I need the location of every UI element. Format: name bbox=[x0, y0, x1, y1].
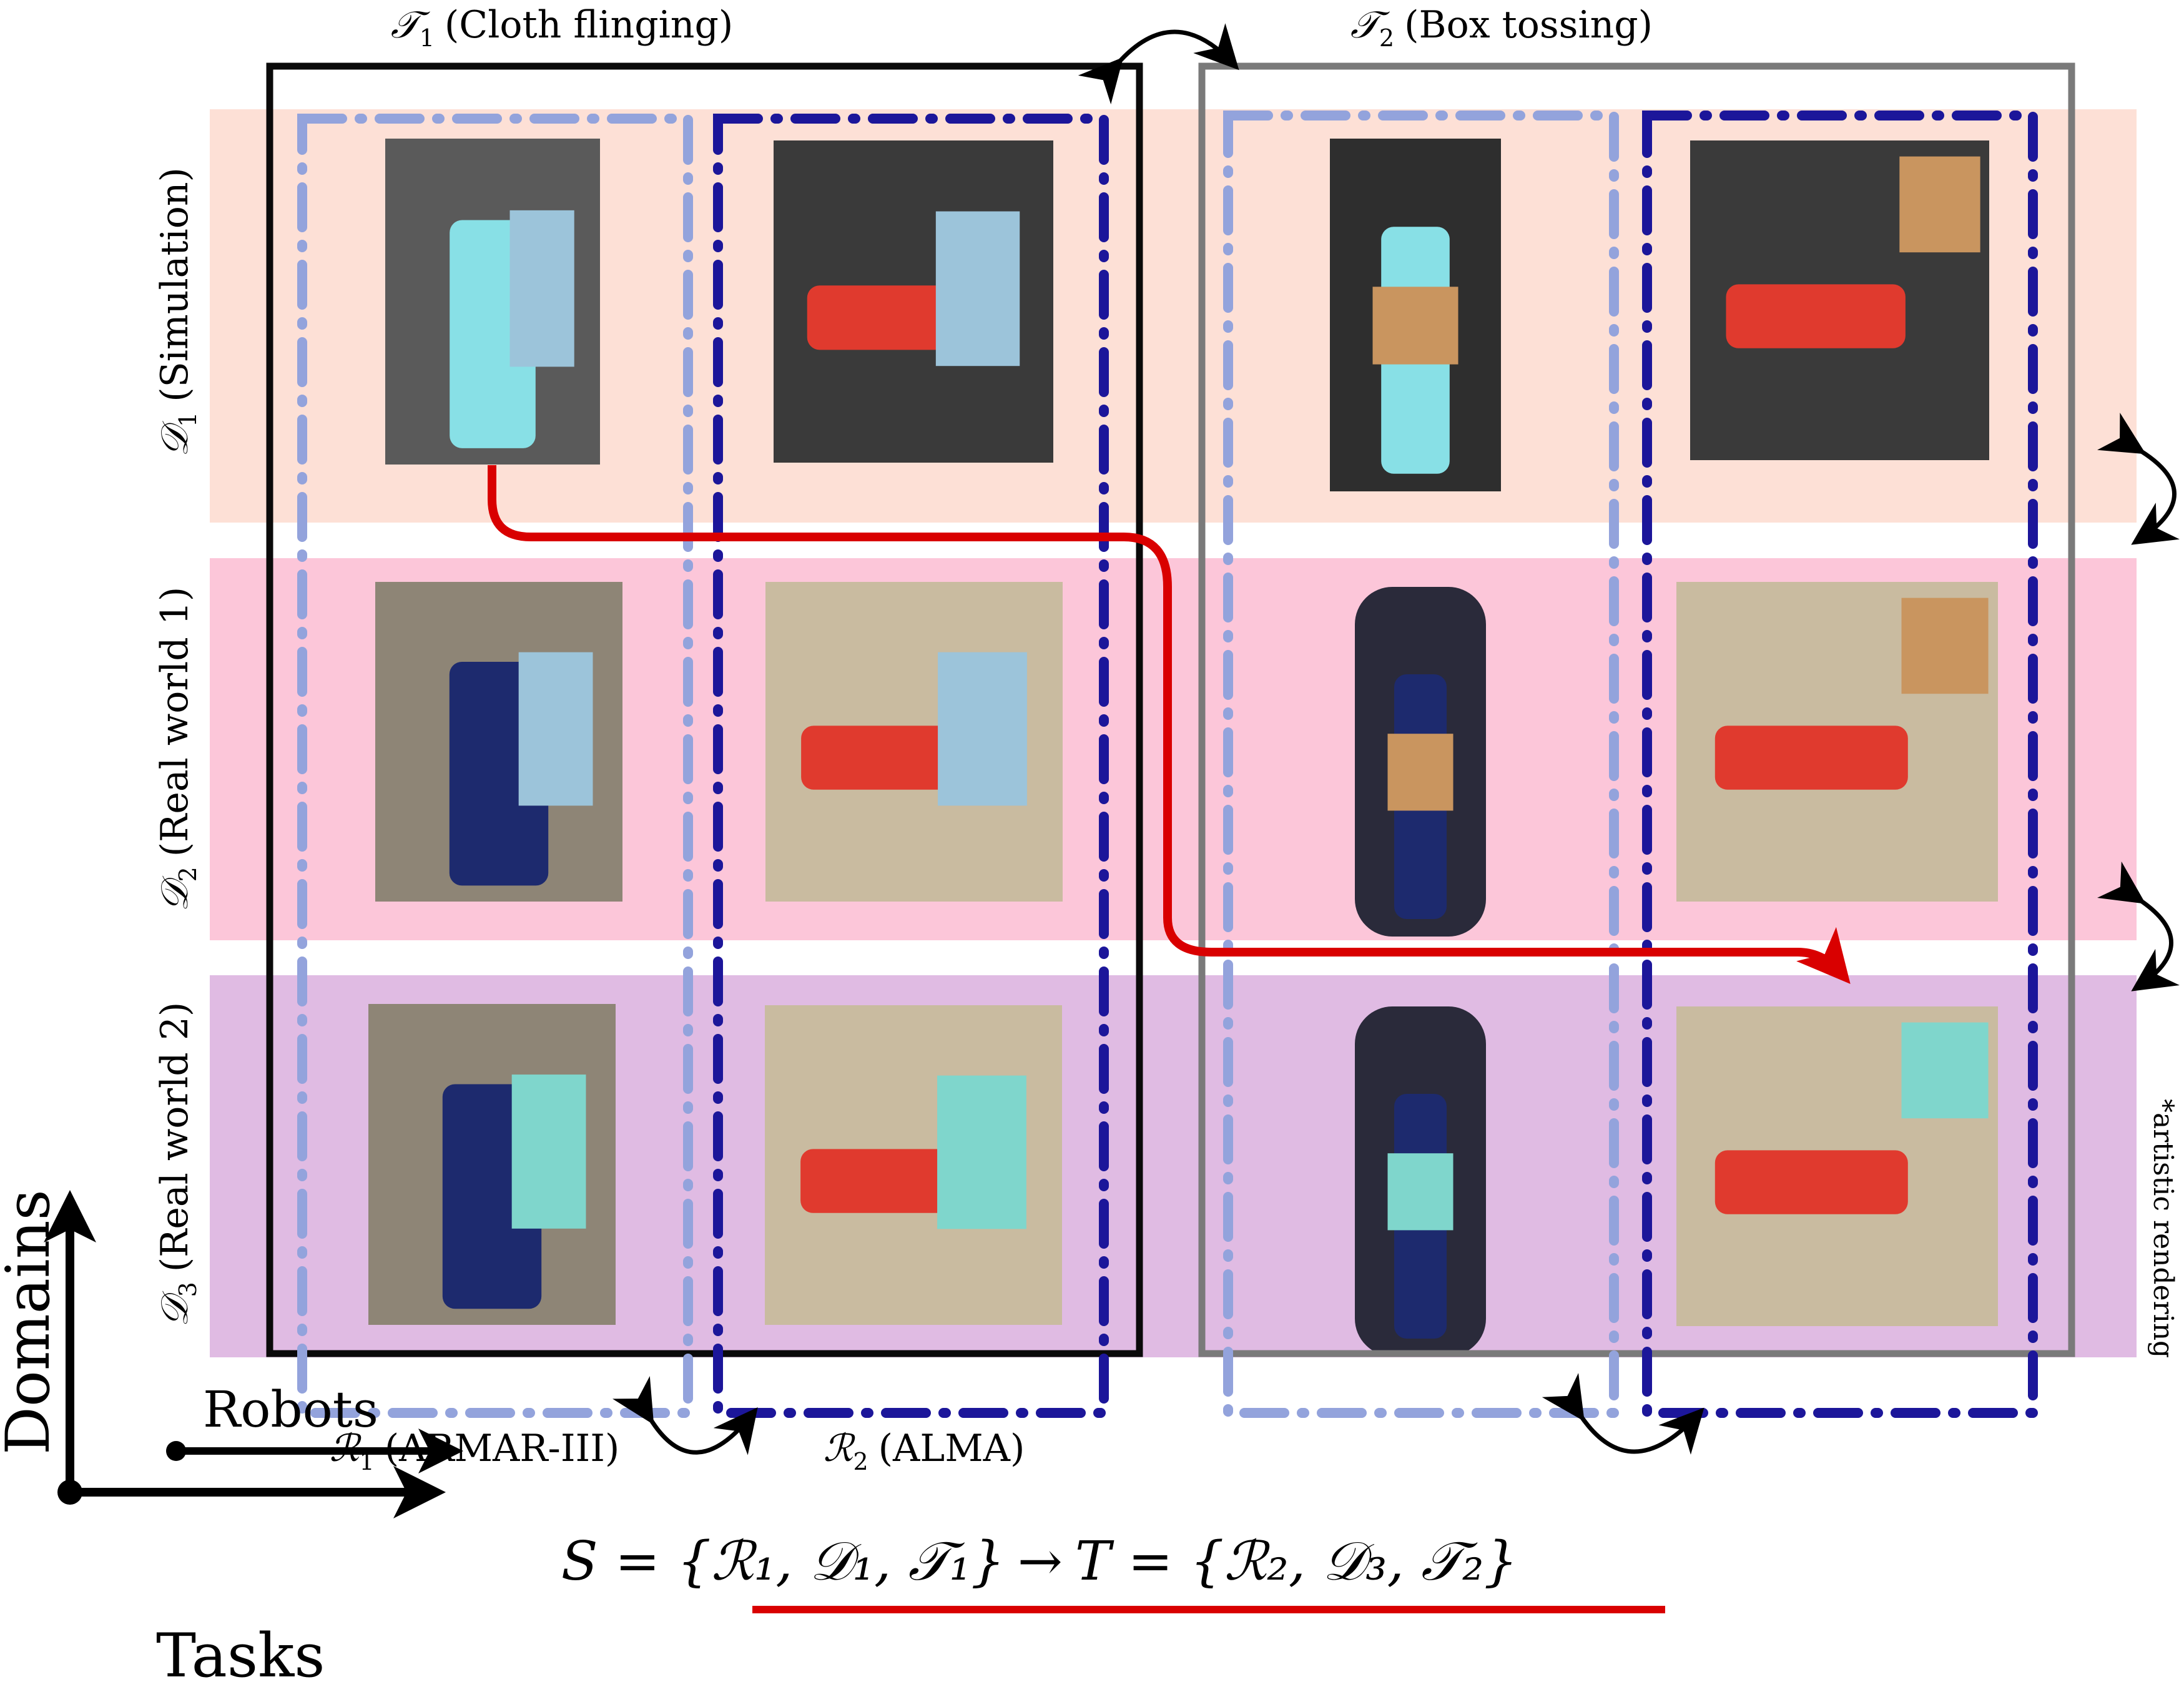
swap-domains-arrow-d1-d2 bbox=[2097, 412, 2180, 545]
task-title-1: 𝒯1(Cloth flinging) bbox=[391, 3, 734, 52]
robots-axis-label: Robots bbox=[203, 1380, 378, 1439]
cloth-shape bbox=[509, 210, 574, 367]
cloth-shape bbox=[518, 652, 593, 806]
alma-body-shape bbox=[800, 1149, 979, 1213]
transfer-arrow bbox=[488, 465, 1851, 984]
swap-robots-arrow-task2 bbox=[1542, 1372, 1704, 1455]
domain-label-3: 𝒟3(Real world 2) bbox=[153, 1002, 202, 1327]
image-cell-d1r1t1 bbox=[385, 139, 600, 465]
domain-label-2: 𝒟2(Real world 1) bbox=[153, 587, 202, 912]
box-shape bbox=[1901, 598, 1989, 694]
box-shape bbox=[1901, 1022, 1989, 1119]
image-cell-d1r2t1 bbox=[774, 140, 1053, 463]
image-cell-d2r2t2 bbox=[1676, 582, 1998, 902]
cloth-shape bbox=[938, 652, 1027, 806]
domain-label-1: 𝒟1(Simulation) bbox=[153, 167, 202, 457]
alma-body-shape bbox=[1726, 284, 1906, 348]
domains-axis-label: Domains bbox=[0, 1189, 63, 1455]
cloth-shape bbox=[511, 1075, 586, 1229]
alma-body-shape bbox=[1714, 1150, 1908, 1214]
image-cell-d1r2t2 bbox=[1690, 140, 1989, 460]
axes-legend: Domains Robots Tasks bbox=[0, 1189, 463, 1682]
image-cell-d3r1t1 bbox=[368, 1004, 616, 1325]
cloth-shape bbox=[935, 211, 1020, 366]
artistic-rendering-footnote: *artistic rendering bbox=[2147, 1099, 2179, 1358]
swap-robots-arrow-task1 bbox=[612, 1375, 758, 1455]
box-shape bbox=[1899, 156, 1980, 253]
image-cell-d1r1t2 bbox=[1330, 139, 1501, 491]
robot-box-armar-iii-task2 bbox=[1223, 111, 1619, 1418]
axes-origin-dot bbox=[57, 1480, 82, 1505]
image-cell-d2r1t2 bbox=[1355, 587, 1486, 937]
image-cell-d2r2t1 bbox=[765, 582, 1063, 902]
swap-tasks-arrow bbox=[1078, 23, 1239, 105]
tasks-axis-label: Tasks bbox=[156, 1621, 325, 1682]
task-box-cloth-flinging bbox=[266, 62, 1143, 1357]
cloth-shape bbox=[937, 1075, 1026, 1229]
task-title-2: 𝒯2(Box tossing) bbox=[1350, 3, 1653, 52]
robot-box-alma-task2 bbox=[1642, 111, 2038, 1418]
image-cell-d3r1t2 bbox=[1355, 1006, 1486, 1356]
transfer-equation: S = {ℛ₁, 𝒟₁, 𝒯₁}→T = {ℛ₂, 𝒟₃, 𝒯₂} bbox=[561, 1530, 1518, 1593]
image-cells bbox=[368, 139, 1998, 1356]
image-cell-d2r1t1 bbox=[375, 582, 622, 902]
box-shape bbox=[1387, 1153, 1454, 1231]
task-box-box-tossing bbox=[1198, 62, 2075, 1357]
alma-body-shape bbox=[801, 725, 980, 790]
equation-underline bbox=[752, 1606, 1665, 1613]
image-cell-d3r2t2 bbox=[1676, 1006, 1998, 1326]
alma-body-shape bbox=[1714, 725, 1908, 790]
robot-label-2: ℛ2(ALMA) bbox=[824, 1427, 1025, 1475]
box-shape bbox=[1372, 287, 1458, 365]
robot-box-alma-task1 bbox=[713, 114, 1109, 1418]
box-shape bbox=[1387, 734, 1454, 811]
robots-axis-dot bbox=[166, 1441, 186, 1461]
alma-body-shape bbox=[807, 285, 975, 350]
swap-domains-arrow-d2-d3 bbox=[2097, 861, 2180, 991]
image-cell-d3r2t1 bbox=[765, 1005, 1062, 1325]
robot-box-armar-iii-task1 bbox=[297, 114, 693, 1418]
